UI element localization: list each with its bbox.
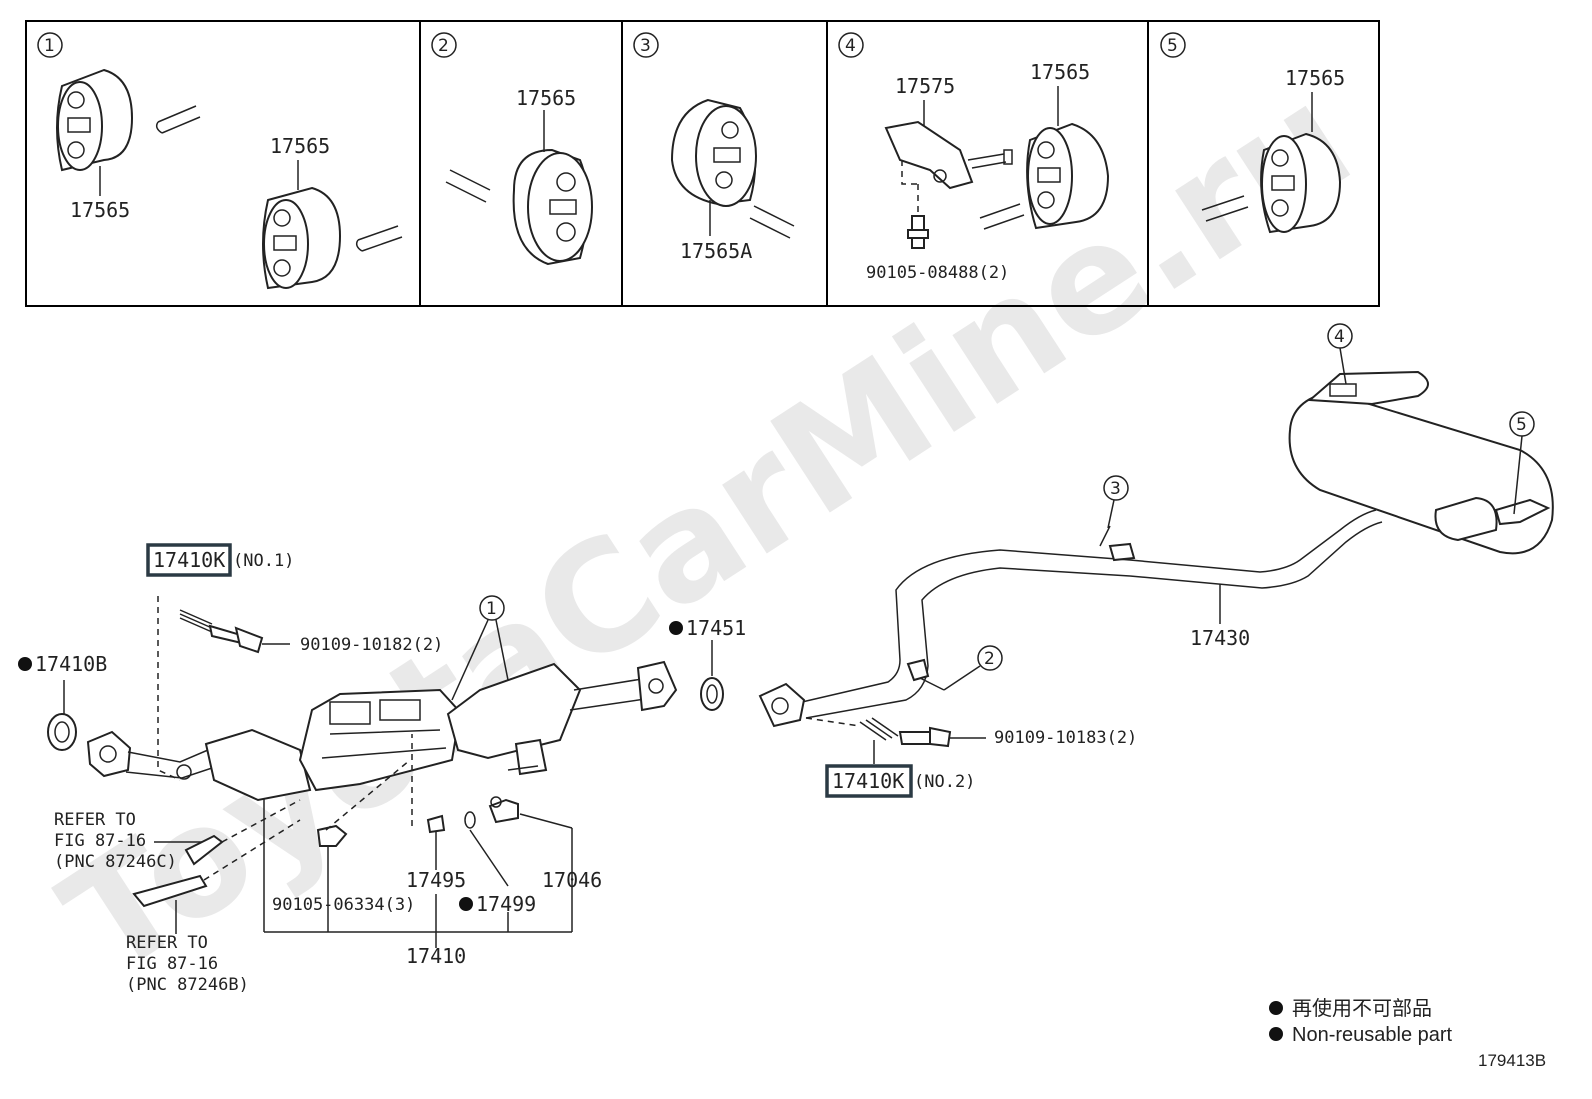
rubber-hanger-icon <box>670 98 757 207</box>
label-bolt-90109-10183: 90109-10183(2) <box>994 728 1137 748</box>
inset-4: 4 17575 17565 90105-08488(2) <box>838 32 1110 283</box>
inset-1-label-a: 17565 <box>70 198 130 222</box>
main-callouts: 4 5 3 2 1 <box>451 323 1535 741</box>
rubber-hanger-icon <box>262 186 342 290</box>
rubber-hanger-icon <box>512 148 593 266</box>
non-reusable-dot-icon <box>1269 1001 1283 1015</box>
label-17495: 17495 <box>406 868 466 892</box>
gasket-17410b: 17410B <box>18 652 107 751</box>
inset-3: 3 17565A <box>633 32 795 263</box>
label-17410k-no2: 17410K <box>832 769 904 793</box>
inset-5-label: 17565 <box>1285 66 1345 90</box>
callout-1: 1 <box>486 599 497 619</box>
label-17046: 17046 <box>542 868 602 892</box>
inset-5: 5 17565 <box>1160 32 1345 234</box>
refer-note-b: REFER TO FIG 87-16 (PNC 87246B) <box>126 819 301 995</box>
gasket-17410k-no2: 17410K (NO.2) 90109-10183(2) <box>805 717 1137 798</box>
center-pipe <box>758 525 1136 728</box>
svg-text:(PNC 87246C): (PNC 87246C) <box>54 852 177 872</box>
bolt-icon <box>907 215 929 249</box>
inset-2: 2 17565 <box>431 32 593 266</box>
svg-text:REFER TO: REFER TO <box>54 810 136 830</box>
highlight-box <box>825 764 913 798</box>
inset-2-label: 17565 <box>516 86 576 110</box>
rubber-hanger-icon <box>1026 122 1110 230</box>
inset-4-label-c: 90105-08488(2) <box>866 263 1009 283</box>
label-17410k-no1: 17410K <box>153 548 225 572</box>
front-pipe-assembly <box>86 660 678 847</box>
callout-5: 5 <box>1516 415 1527 435</box>
inset-1-label-b: 17565 <box>270 134 330 158</box>
rubber-hanger-icon <box>56 68 134 172</box>
non-reusable-dot-icon <box>18 657 32 671</box>
muffler-assembly <box>1129 370 1554 589</box>
svg-text:FIG 87-16: FIG 87-16 <box>126 954 218 974</box>
label-17499: 17499 <box>476 892 536 916</box>
non-reusable-dot-icon <box>1269 1027 1283 1041</box>
label-17451: 17451 <box>686 616 746 640</box>
refer-note-c: REFER TO FIG 87-16 (PNC 87246C) <box>54 799 301 872</box>
inset-4-label-a: 17575 <box>895 74 955 98</box>
inset-4-number: 4 <box>845 36 856 56</box>
label-17410k-no2-suffix: (NO.2) <box>914 772 975 792</box>
assembly-bracket-17410: 17410 17495 17499 17046 90105-06334(3) <box>263 798 602 968</box>
highlight-box <box>146 543 232 577</box>
inset-1-number: 1 <box>44 36 55 56</box>
label-17410k-no1-suffix: (NO.1) <box>233 551 294 571</box>
callout-2: 2 <box>984 649 995 669</box>
inset-5-number: 5 <box>1167 36 1178 56</box>
inset-frame <box>25 20 1380 307</box>
inset-1: 1 17565 17565 <box>37 32 403 290</box>
inset-panels <box>25 20 1380 307</box>
bracket-icon <box>884 120 1013 190</box>
non-reusable-dot-icon <box>669 621 683 635</box>
label-17430: 17430 <box>1190 626 1250 650</box>
gasket-17410k-no1: 17410K (NO.1) 90109-10182(2) <box>146 543 443 781</box>
legend-jp: 再使用不可部品 <box>1292 997 1432 1020</box>
non-reusable-dot-icon <box>459 897 473 911</box>
label-17410: 17410 <box>406 944 466 968</box>
svg-text:(PNC 87246B): (PNC 87246B) <box>126 975 249 995</box>
inset-4-label-b: 17565 <box>1030 60 1090 84</box>
inset-3-label: 17565A <box>680 239 752 263</box>
callout-3: 3 <box>1110 479 1121 499</box>
legend: 再使用不可部品 Non-reusable part <box>1269 997 1453 1046</box>
svg-text:REFER TO: REFER TO <box>126 933 208 953</box>
legend-en: Non-reusable part <box>1292 1024 1453 1046</box>
label-bolt-90105-06334: 90105-06334(3) <box>272 895 415 915</box>
figure-id: 179413B <box>1478 1051 1546 1070</box>
inset-2-number: 2 <box>438 36 449 56</box>
gasket-17451: 17451 <box>669 616 746 711</box>
svg-text:FIG 87-16: FIG 87-16 <box>54 831 146 851</box>
label-bolt-90109-10182: 90109-10182(2) <box>300 635 443 655</box>
inset-3-number: 3 <box>640 36 651 56</box>
callout-4: 4 <box>1334 327 1345 347</box>
rubber-hanger-icon <box>1260 132 1342 234</box>
label-17410b: 17410B <box>35 652 107 676</box>
